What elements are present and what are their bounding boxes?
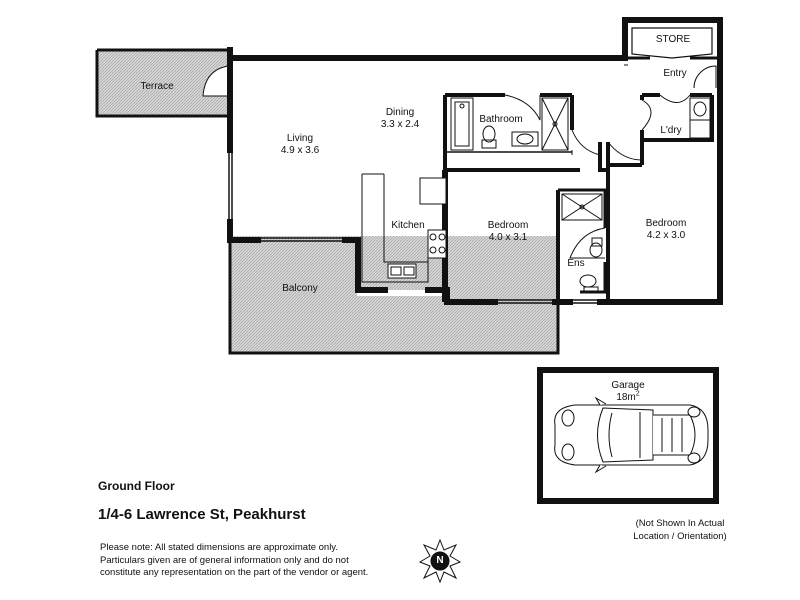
disclaimer-line3: constitute any representation on the par… <box>100 567 369 578</box>
compass-icon <box>418 538 462 584</box>
terrace-area <box>95 48 230 118</box>
garage-note: (Not Shown In Actual Location / Orientat… <box>629 518 731 543</box>
disclaimer-line2: Particulars given are of general informa… <box>100 554 349 566</box>
laundry-fixtures <box>689 97 711 139</box>
bedroom1-label: Bedroom 4.0 x 3.1 <box>478 220 538 244</box>
ensuite-fixtures <box>561 193 603 294</box>
bathroom-label: Bathroom <box>479 114 523 125</box>
garage-note-line2: Location / Orientation) <box>633 530 727 542</box>
compass-letter: N <box>436 555 444 566</box>
bedroom1-size: 4.0 x 3.1 <box>488 232 528 243</box>
balcony-area <box>228 236 560 355</box>
car-icon <box>554 396 709 474</box>
living-label: Living 4.9 x 3.6 <box>270 133 330 157</box>
bedroom2-label: Bedroom 4.2 x 3.0 <box>636 218 696 242</box>
interior-walls <box>442 93 714 302</box>
store-label: STORE <box>655 34 691 45</box>
kitchen-label: Kitchen <box>391 220 425 231</box>
balcony-label: Balcony <box>282 283 318 294</box>
store-room <box>625 27 720 60</box>
disclaimer: Please note: All stated dimensions are a… <box>100 542 368 580</box>
garage-area: 18m2 <box>616 390 640 403</box>
interior-doors <box>504 94 691 259</box>
bathroom-fixtures <box>445 97 572 153</box>
terrace-label: Terrace <box>140 81 174 92</box>
kitchen-fixtures <box>361 173 447 283</box>
disclaimer-line1: Please note: All stated dimensions are a… <box>100 542 338 553</box>
bedroom2-size: 4.2 x 3.0 <box>646 230 686 241</box>
address-title: 1/4-6 Lawrence St, Peakhurst <box>98 506 306 523</box>
garage-note-line1: (Not Shown In Actual <box>635 518 725 529</box>
bedroom1-name: Bedroom <box>487 220 529 231</box>
ensuite-label: Ens <box>567 258 585 269</box>
dining-size: 3.3 x 2.4 <box>380 119 420 130</box>
living-size: 4.9 x 3.6 <box>280 145 320 156</box>
floor-label: Ground Floor <box>98 479 175 493</box>
entry-label: Entry <box>663 68 687 79</box>
garage-label: Garage 18m2 <box>598 380 658 404</box>
entry-door <box>693 65 717 89</box>
dining-label: Dining 3.3 x 2.4 <box>370 107 430 131</box>
bedroom2-name: Bedroom <box>645 218 687 229</box>
living-name: Living <box>286 133 314 144</box>
laundry-label: L'dry <box>660 125 682 136</box>
garage-name: Garage <box>611 380 645 391</box>
dining-name: Dining <box>385 107 415 118</box>
